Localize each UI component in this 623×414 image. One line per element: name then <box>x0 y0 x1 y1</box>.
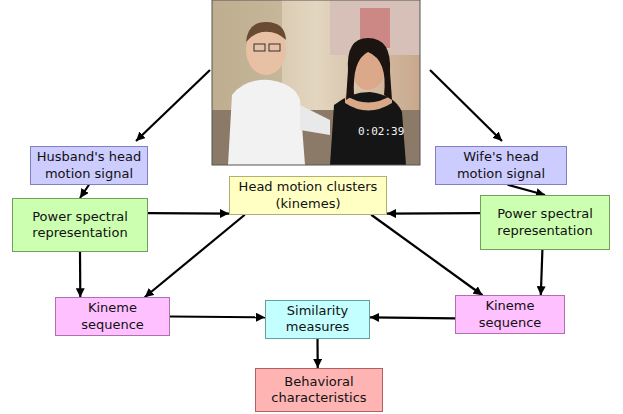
result-box: Behavioral characteristics <box>255 368 383 412</box>
signal-box: Wife's head motion signal <box>435 146 567 185</box>
flow-arrow <box>316 339 318 369</box>
signal-box: Husband's head motion signal <box>30 146 148 185</box>
node-label: Kineme sequence <box>460 298 560 331</box>
node-label: Power spectral representation <box>17 209 143 242</box>
arrow-from-frame <box>430 70 502 141</box>
flow-arrow <box>508 185 545 195</box>
similarity-box: Similarity measures <box>265 300 370 339</box>
node-label: Kineme sequence <box>60 300 165 333</box>
sequence-box: Kineme sequence <box>55 297 170 336</box>
flow-arrow <box>170 315 265 318</box>
spectral-box: Power spectral representation <box>12 198 148 252</box>
flow-arrow <box>79 252 82 297</box>
node-label: Power spectral representation <box>485 206 605 239</box>
node-label: Behavioral characteristics <box>260 374 378 407</box>
node-label: Similarity measures <box>270 303 365 336</box>
cluster-box: Head motion clusters (kinemes) <box>229 176 387 215</box>
flow-arrow <box>371 215 482 296</box>
node-label: Husband's head motion signal <box>35 149 143 182</box>
node-label: Head motion clusters (kinemes) <box>234 179 382 212</box>
flow-arrow <box>80 185 89 198</box>
flow-arrow <box>541 250 543 295</box>
timestamp: 0:02:39 <box>358 125 404 138</box>
flow-arrow <box>148 212 229 215</box>
sequence-box: Kineme sequence <box>455 295 565 334</box>
video-frame <box>212 0 420 165</box>
flow-arrow <box>145 215 245 298</box>
node-label: Wife's head motion signal <box>440 149 562 182</box>
spectral-box: Power spectral representation <box>480 195 610 250</box>
flow-arrow <box>387 212 480 215</box>
arrow-from-frame <box>136 70 210 141</box>
flow-arrow <box>370 317 455 318</box>
